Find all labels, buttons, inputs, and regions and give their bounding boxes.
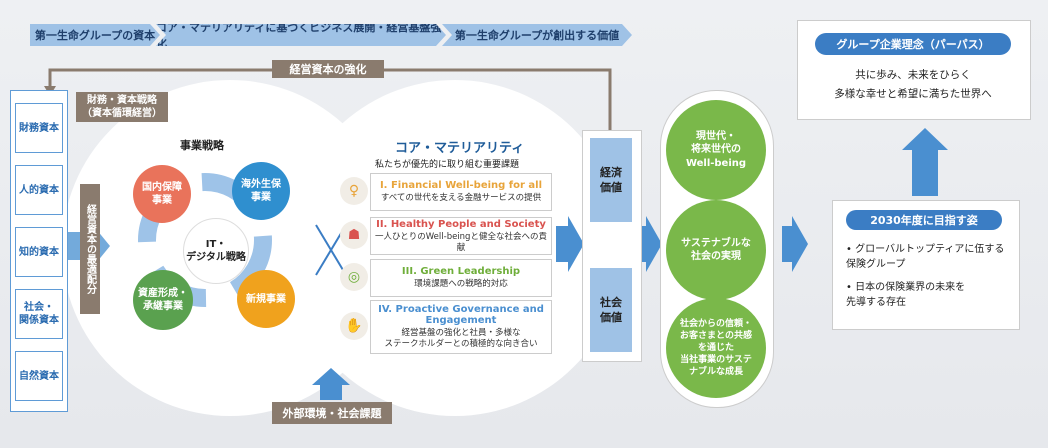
people-icon: ☗ <box>340 221 368 249</box>
globe-icon: ◎ <box>340 263 368 291</box>
materiality-item-4: IV. Proactive Governance and Engagement … <box>370 300 552 354</box>
social-value-box: 社会 価値 <box>590 268 632 352</box>
value-wellbeing: 現世代・ 将来世代の Well-being <box>666 100 766 200</box>
capitals-column: 財務資本 人的資本 知的資本 社会・ 関係資本 自然資本 <box>10 90 68 412</box>
chevron-value: 第一生命グループが創出する価値 <box>442 24 632 46</box>
petal-overseas: 海外生保 事業 <box>232 162 290 220</box>
materiality-item-2: II. Healthy People and Society 一人ひとりのWel… <box>370 217 552 255</box>
external-environment-label: 外部環境・社会課題 <box>272 402 392 424</box>
handshake-icon: ✋ <box>340 312 368 340</box>
purpose-text: 共に歩み、未来をひらく 多様な幸せと希望に満ちた世界へ <box>834 69 992 100</box>
purpose-title: グループ企業理念（パーパス） <box>815 33 1011 55</box>
materiality-item-1: I. Financial Well-being for all すべての世代を支… <box>370 173 552 211</box>
materiality-title: コア・マテリアリティ <box>395 141 525 156</box>
optimal-allocation-label: 経営資本の最適配分 <box>80 184 100 314</box>
petal-it-digital: IT・ デジタル戦略 <box>183 218 249 284</box>
business-strategy-title: 事業戦略 <box>180 139 224 152</box>
management-capital-label: 経営資本の強化 <box>272 60 384 78</box>
value-sustainable-society: サステナブルな 社会の実現 <box>666 200 766 300</box>
capital-social: 社会・ 関係資本 <box>15 289 63 339</box>
economic-value-box: 経済 価値 <box>590 138 632 222</box>
chevron-capital: 第一生命グループの資本 <box>30 24 160 46</box>
chevron-business: コア・マテリアリティに基づくビジネス展開・経営基盤強化 <box>156 24 446 46</box>
wellbeing-icon: ♀ <box>340 177 368 205</box>
petal-new: 新規事業 <box>237 270 295 328</box>
capital-financial: 財務資本 <box>15 103 63 153</box>
goal-title: 2030年度に目指す姿 <box>846 210 1002 230</box>
capital-intellectual: 知的資本 <box>15 227 63 277</box>
capital-human: 人的資本 <box>15 165 63 215</box>
finance-strategy-label: 財務・資本戦略 （資本循環経営） <box>76 92 168 122</box>
materiality-item-3: III. Green Leadership 環境課題への戦略的対応 <box>370 259 552 297</box>
capital-natural: 自然資本 <box>15 351 63 401</box>
goal-bullet-1: • グローバルトップティアに伍する 保険グループ <box>846 244 1005 270</box>
value-sustainable-growth: 社会からの信頼・ お客さまとの共感 を通じた 当社事業のサステ ナブルな成長 <box>666 298 766 398</box>
materiality-subtitle: 私たちが優先的に取り組む重要課題 <box>375 160 520 170</box>
petal-asset: 資産形成・ 承継事業 <box>133 270 193 330</box>
petal-domestic: 国内保障 事業 <box>133 165 191 223</box>
goal-bullet-2: • 日本の保険業界の未来を 先導する存在 <box>846 282 966 308</box>
